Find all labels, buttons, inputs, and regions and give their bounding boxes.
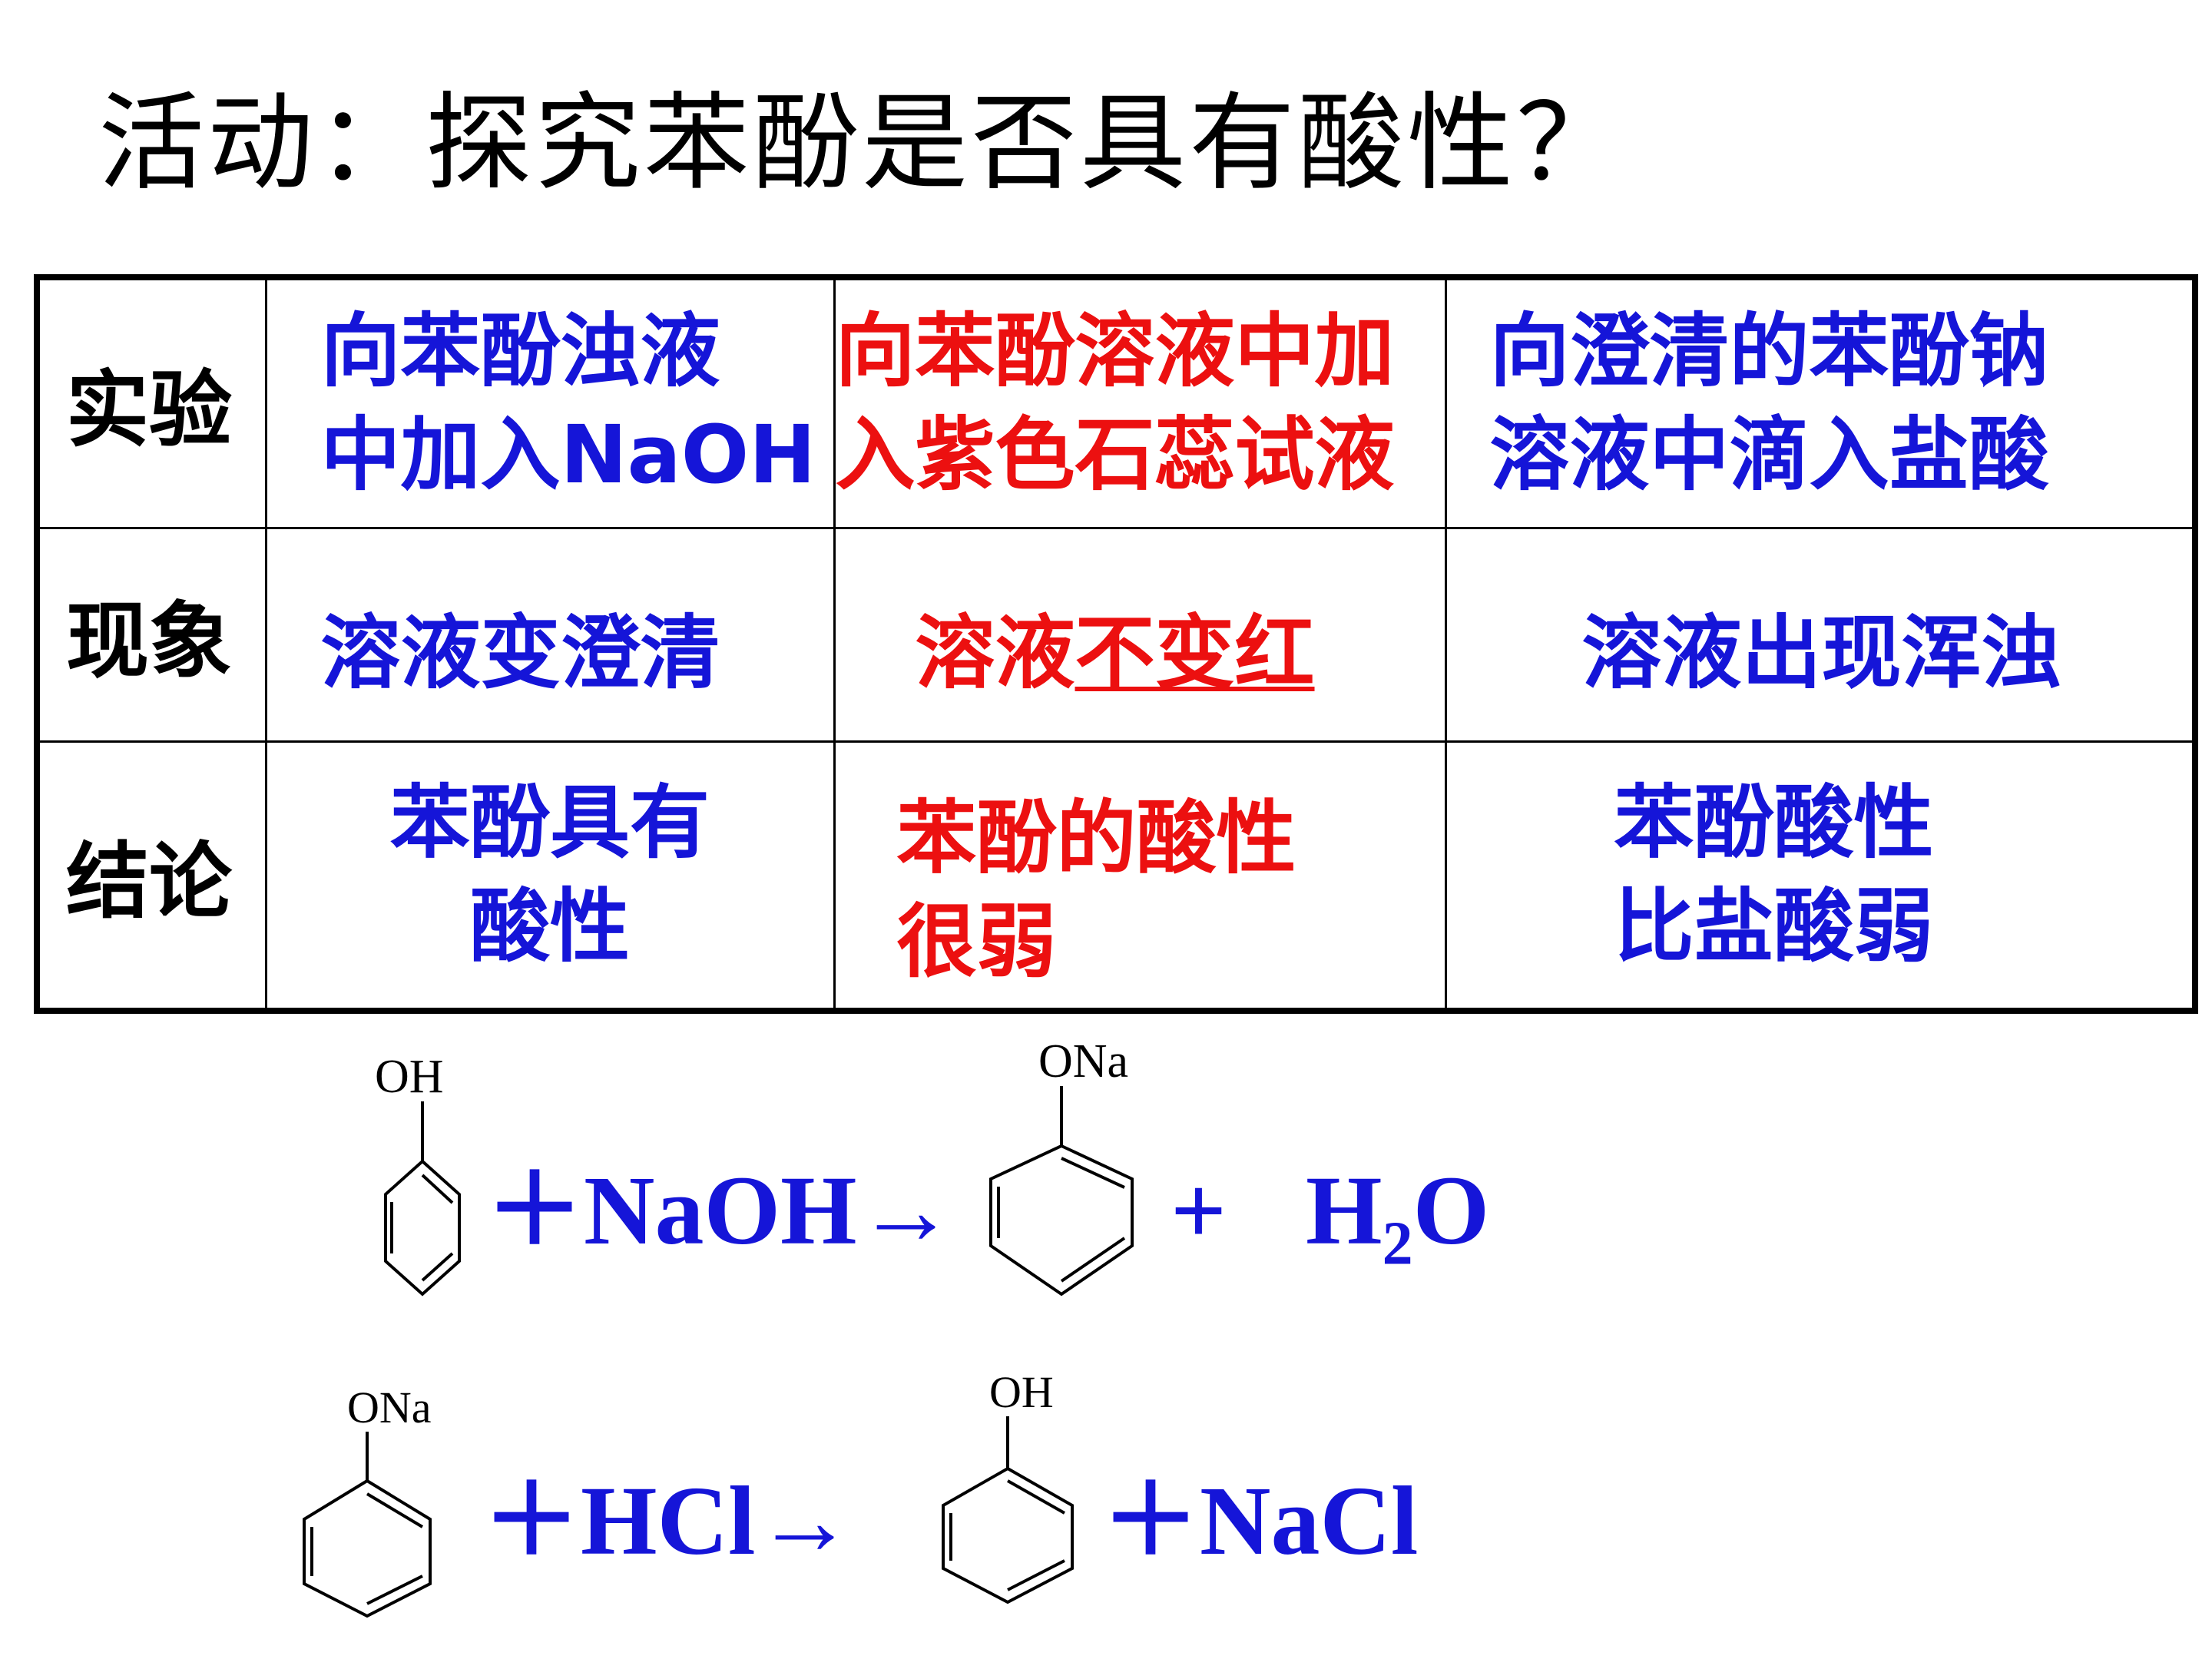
eq1-plus: + [1171,1156,1227,1265]
experiment-cell-1: 向苯酚浊液 中加入NaOH [264,276,836,529]
conclusion-cell-1: 苯酚具有 酸性 [264,740,836,1012]
conclusion-2-line2: 很弱 [896,895,1057,989]
phenomenon-2-underlined: 不变红 [1075,606,1315,700]
water-formula: H2O [1306,1161,1489,1275]
table-row-conclusion: 结论 苯酚具有 酸性 苯酚的酸性 很弱 苯酚酸性 比盐酸弱 [35,740,2197,1012]
row-header-phenomenon: 现象 [35,526,267,743]
sodium-phenoxide-structure: ONa [989,1035,1134,1296]
phenol-label-2: OH [989,1367,1054,1417]
phenomenon-cell-3: 溶液出现浑浊 [1444,526,2197,743]
conclusion-1-line2: 酸性 [469,879,630,974]
sodium-phenoxide-structure-2: ONa [303,1382,432,1618]
phenomenon-3-text: 溶液出现浑浊 [1581,606,2061,700]
eq2-byproduct: ＋NaCl [1101,1466,1419,1575]
phenol-structure: OH [375,1051,461,1296]
phenomenon-2-prefix: 溶液 [915,606,1075,700]
water-subscript: 2 [1382,1210,1413,1278]
experiment-2-line2: 入紫色石蕊试液 [835,408,1395,502]
phenomenon-1-text: 溶液变澄清 [320,606,720,700]
phenol-structure-2: OH [942,1367,1074,1604]
table-row-experiment: 实验 向苯酚浊液 中加入NaOH 向苯酚溶液中加 入紫色石蕊试液 向澄清的苯酚钠… [35,276,2197,529]
conclusion-3-line1: 苯酚酸性 [1614,776,1934,870]
experiment-3-line2: 溶液中滴入盐酸 [1489,408,2049,502]
water-o: O [1412,1156,1490,1265]
conclusion-3-line2: 比盐酸弱 [1614,879,1934,974]
row-header-conclusion: 结论 [35,740,267,1012]
experiment-table: 实验 向苯酚浊液 中加入NaOH 向苯酚溶液中加 入紫色石蕊试液 向澄清的苯酚钠… [34,274,2198,1014]
sodium-phenoxide-label: ONa [1038,1035,1128,1088]
experiment-2-line1: 向苯酚溶液中加 [835,304,1395,399]
phenomenon-cell-1: 溶液变澄清 [264,526,836,743]
page-title: 活动：探究苯酚是否具有酸性？ [98,81,1626,205]
phenol-label: OH [375,1051,444,1103]
conclusion-1-line1: 苯酚具有 [389,776,710,870]
conclusion-cell-2: 苯酚的酸性 很弱 [833,740,1447,1012]
conclusion-2-line1: 苯酚的酸性 [896,791,1296,886]
experiment-cell-3: 向澄清的苯酚钠 溶液中滴入盐酸 [1444,276,2197,529]
row-header-experiment: 实验 [35,276,267,529]
experiment-1-line2: 中加入NaOH [320,408,816,502]
sodium-phenoxide-label-2: ONa [347,1382,432,1432]
eq1-reagent: ＋NaOH→ [485,1156,955,1265]
conclusion-cell-3: 苯酚酸性 比盐酸弱 [1444,740,2197,1012]
eq2-reagent: ＋HCl→ [482,1466,854,1575]
table-row-phenomenon: 现象 溶液变澄清 溶液不变红 溶液出现浑浊 [35,526,2197,743]
water-h: H [1306,1156,1382,1265]
experiment-cell-2: 向苯酚溶液中加 入紫色石蕊试液 [833,276,1447,529]
experiment-3-line1: 向澄清的苯酚钠 [1489,304,2049,399]
experiment-1-line1: 向苯酚浊液 [320,304,720,399]
phenomenon-cell-2: 溶液不变红 [833,526,1447,743]
